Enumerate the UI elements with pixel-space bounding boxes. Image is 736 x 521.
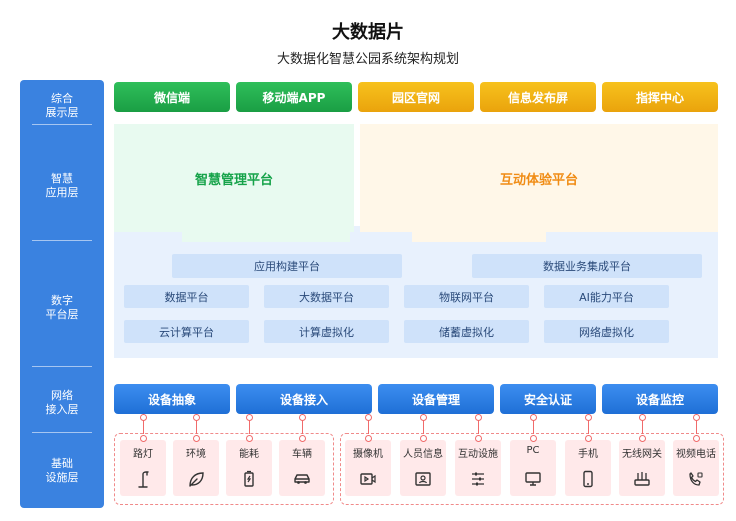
- connector-dot: [693, 414, 700, 421]
- device-management-button[interactable]: 设备管理: [378, 384, 494, 414]
- person-card-icon: [415, 472, 431, 486]
- platform-compute-virt[interactable]: 计算虚拟化: [264, 320, 389, 343]
- sliders-icon: [472, 472, 484, 486]
- device-street-lamp[interactable]: 路灯: [120, 440, 166, 496]
- diagram-title: 大数据片: [332, 22, 404, 43]
- connector-line: [478, 414, 479, 434]
- device-personnel[interactable]: 人员信息: [400, 440, 446, 496]
- layer-divider: [32, 124, 92, 125]
- platform-ai[interactable]: AI能力平台: [544, 285, 669, 308]
- monitor-icon: [525, 472, 541, 486]
- device-video-phone[interactable]: 视频电话: [673, 440, 719, 496]
- video-phone-icon: [689, 472, 703, 486]
- platform-data-integration[interactable]: 数据业务集成平台: [472, 254, 702, 278]
- mobile-app-button[interactable]: 移动端APP: [236, 82, 352, 112]
- connector-line: [588, 414, 589, 434]
- layer-infrastructure: 基础 设施层: [45, 457, 79, 484]
- connector-dot: [140, 414, 147, 421]
- platform-big-data[interactable]: 大数据平台: [264, 285, 389, 308]
- device-environment[interactable]: 环境: [173, 440, 219, 496]
- connector-dot: [639, 414, 646, 421]
- device-access-button[interactable]: 设备接入: [236, 384, 372, 414]
- phone-icon: [583, 470, 593, 488]
- connector-line: [423, 414, 424, 434]
- command-center-button[interactable]: 指挥中心: [602, 82, 718, 112]
- device-wireless-gateway[interactable]: 无线网关: [619, 440, 665, 496]
- layer-divider: [32, 366, 92, 367]
- device-group-park: [114, 433, 334, 505]
- smart-management-label[interactable]: 智慧管理平台: [194, 172, 273, 188]
- connector-dot: [299, 414, 306, 421]
- security-auth-button[interactable]: 安全认证: [500, 384, 596, 414]
- platform-iot[interactable]: 物联网平台: [404, 285, 529, 308]
- connector-dot: [530, 414, 537, 421]
- device-monitoring-button[interactable]: 设备监控: [602, 384, 718, 414]
- layer-network: 网络 接入层: [45, 389, 79, 416]
- layer-divider: [32, 432, 92, 433]
- connector-dot: [475, 435, 482, 442]
- layer-divider: [32, 240, 92, 241]
- layer-column: 综合 展示层 智慧 应用层 数字 平台层 网络 接入层 基础 设施层: [20, 80, 104, 508]
- connector-dot: [420, 414, 427, 421]
- connector-line: [642, 414, 643, 434]
- platform-network-virt[interactable]: 网络虚拟化: [544, 320, 669, 343]
- connector-line: [533, 414, 534, 434]
- platform-data[interactable]: 数据平台: [124, 285, 249, 308]
- device-group-terminal: [340, 433, 724, 505]
- wechat-button[interactable]: 微信端: [114, 82, 230, 112]
- connector-line: [249, 414, 250, 434]
- connector-dot: [365, 435, 372, 442]
- connector-line: [143, 414, 144, 434]
- device-camera[interactable]: 摄像机: [345, 440, 391, 496]
- connector-dot: [420, 435, 427, 442]
- connector-dot: [585, 414, 592, 421]
- platform-cloud[interactable]: 云计算平台: [124, 320, 249, 343]
- interactive-experience-tab: [412, 230, 546, 242]
- platform-app-build[interactable]: 应用构建平台: [172, 254, 402, 278]
- device-vehicle[interactable]: 车辆: [279, 440, 325, 496]
- device-interactive[interactable]: 互动设施: [455, 440, 501, 496]
- connector-dot: [530, 435, 537, 442]
- connector-line: [696, 414, 697, 434]
- connector-line: [196, 414, 197, 434]
- smart-management-tab: [182, 230, 350, 242]
- connector-dot: [246, 414, 253, 421]
- connector-dot: [475, 414, 482, 421]
- car-icon: [294, 474, 310, 484]
- connector-dot: [246, 435, 253, 442]
- connector-dot: [639, 435, 646, 442]
- device-energy[interactable]: 能耗: [226, 440, 272, 496]
- diagram-subtitle: 大数据化智慧公园系统架构规划: [276, 52, 459, 67]
- router-icon: [634, 472, 650, 486]
- device-pc[interactable]: PC: [510, 440, 556, 496]
- park-website-button[interactable]: 园区官网: [358, 82, 474, 112]
- smart-management-panel: [114, 124, 354, 232]
- battery-icon: [244, 470, 254, 487]
- platform-storage-virt[interactable]: 储蓄虚拟化: [404, 320, 529, 343]
- layer-display: 综合 展示层: [45, 92, 79, 119]
- layer-application: 智慧 应用层: [45, 172, 79, 199]
- connector-line: [368, 414, 369, 434]
- connector-dot: [140, 435, 147, 442]
- info-screen-button[interactable]: 信息发布屏: [480, 82, 596, 112]
- leaf-icon: [189, 472, 204, 487]
- connector-dot: [585, 435, 592, 442]
- device-phone[interactable]: 手机: [565, 440, 611, 496]
- interactive-experience-panel: [360, 124, 718, 232]
- interactive-experience-label[interactable]: 互动体验平台: [499, 172, 578, 188]
- connector-dot: [299, 435, 306, 442]
- connector-dot: [193, 414, 200, 421]
- connector-dot: [193, 435, 200, 442]
- connector-dot: [693, 435, 700, 442]
- connector-line: [302, 414, 303, 434]
- layer-digital: 数字 平台层: [45, 294, 79, 321]
- video-camera-icon: [360, 473, 376, 485]
- connector-dot: [365, 414, 372, 421]
- device-abstraction-button[interactable]: 设备抽象: [114, 384, 230, 414]
- street-lamp-icon: [138, 471, 149, 488]
